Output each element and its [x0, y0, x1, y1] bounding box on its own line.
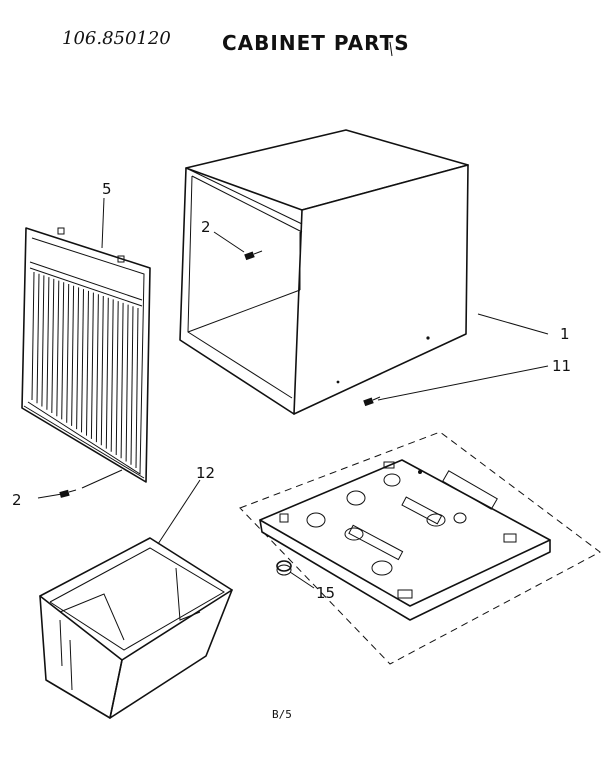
louver-fin: [46, 277, 50, 410]
screw-upper: [244, 250, 263, 261]
screw-right: [363, 396, 381, 407]
louver-fin: [56, 280, 60, 417]
louver-fin: [41, 275, 45, 407]
cabinet-shell: [179, 129, 469, 415]
louver-fin: [51, 278, 55, 414]
louver-fin: [66, 283, 70, 423]
callout-bucket: 12: [196, 464, 215, 482]
rubber-foot: [276, 560, 292, 576]
model-number: 106.850120: [62, 28, 171, 49]
callout-cabinet: 1: [560, 325, 570, 343]
louver-fin: [95, 294, 99, 443]
louver-fin: [81, 289, 84, 433]
page-title: CABINET PARTS: [222, 31, 410, 55]
louver-fin: [76, 287, 80, 430]
louver-fin: [115, 301, 119, 456]
louver-fin: [125, 304, 129, 462]
base-assembly-boundary: [239, 431, 601, 665]
page-code: B/5: [272, 708, 292, 721]
louver-fin: [120, 302, 124, 459]
louver-fin: [100, 295, 104, 446]
front-grille: [21, 227, 151, 483]
water-bucket: [39, 537, 233, 719]
callout-grille: 5: [102, 180, 112, 198]
louver-fin: [61, 282, 65, 420]
louver-fin: [105, 297, 109, 449]
leader-lines: [37, 197, 549, 589]
louver-fin: [86, 290, 89, 436]
callout-screw-lower: 2: [12, 491, 22, 509]
louver-fin: [135, 307, 139, 469]
grille-louvers: [31, 271, 139, 469]
louver-fin: [130, 306, 134, 465]
louver-fin: [110, 299, 114, 452]
callout-screw-upper: 2: [201, 218, 211, 236]
screw-lower: [59, 489, 77, 498]
callout-screw-right: 11: [552, 357, 571, 375]
louver-fin: [90, 292, 94, 439]
title-tick-mark: [389, 41, 393, 57]
callout-foot: 15: [316, 584, 335, 602]
base-pan: [259, 459, 551, 621]
louver-fin: [71, 285, 75, 426]
louver-fin: [36, 273, 40, 404]
louver-fin: [31, 271, 35, 401]
